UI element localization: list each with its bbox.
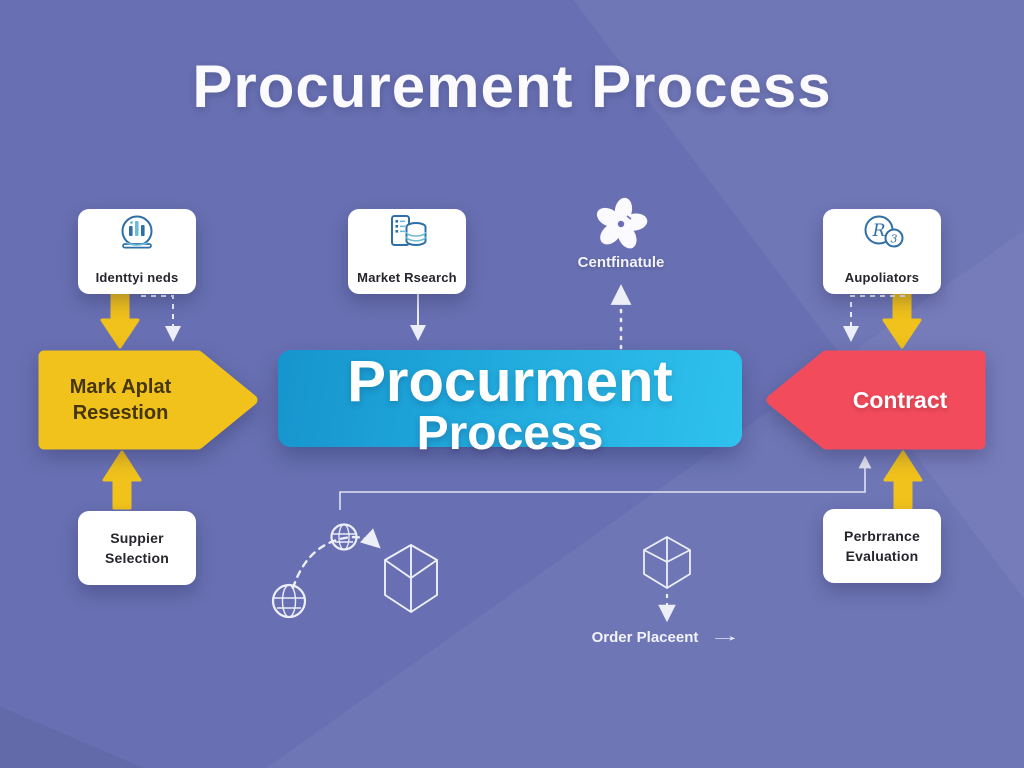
- chevron-market-application: Mark Aplat Resestion: [38, 350, 258, 450]
- card-label: Aupoliators: [844, 270, 920, 285]
- chevron-label: Contract: [852, 386, 948, 413]
- letter-circles-icon: R 3: [864, 215, 904, 248]
- card-negotiators: R 3 Aupoliators: [823, 209, 941, 294]
- right-arrow-glyph: →: [708, 628, 742, 645]
- card-label-line1: Perbrrance: [844, 528, 920, 544]
- node-label: Centfinatule: [577, 254, 665, 271]
- card-label: Identtyi neds: [95, 270, 179, 285]
- letter-glyph: 3: [891, 233, 898, 246]
- letter-glyph: R: [872, 221, 886, 241]
- globe-icon: [330, 523, 358, 551]
- card-identify-needs: Identtyi neds: [78, 209, 196, 294]
- chart-stand-icon: [121, 215, 153, 249]
- card-label-line2: Selection: [104, 550, 170, 566]
- cube-icon: [643, 536, 691, 589]
- order-placement-label: Order Placeent →: [548, 628, 768, 646]
- chevron-label-line1: Mark Aplat: [69, 375, 172, 398]
- down-arrow-yellow-left: [100, 290, 140, 349]
- dashed-curve-arrow: [291, 528, 381, 590]
- center-process-text: Procurment Process: [278, 349, 742, 461]
- documents-database-icon: [391, 215, 427, 246]
- cube-icon: [384, 544, 438, 613]
- flower-icon: [596, 197, 648, 249]
- chevron-contract: Contract: [766, 350, 986, 450]
- node-certification: Centfinatule: [571, 194, 671, 271]
- card-market-research: Market Rsearch: [348, 209, 466, 294]
- center-title-line1: Procurment: [347, 349, 673, 414]
- up-arrow-yellow-left: [102, 450, 142, 510]
- page-title: Procurement Process: [192, 53, 832, 120]
- dashed-elbow-arrow-right: [843, 295, 905, 342]
- down-arrow-yellow-right: [882, 290, 922, 349]
- card-label-line2: Evaluation: [845, 548, 919, 564]
- globe-icon: [271, 583, 307, 619]
- long-connector-arrow: [339, 455, 872, 510]
- center-process-box: [278, 350, 742, 447]
- dashed-elbow-arrow-left: [141, 295, 181, 342]
- center-title-line2: Process: [416, 407, 604, 461]
- up-arrow-yellow-right: [883, 450, 923, 510]
- chevron-left-shape: [766, 350, 986, 450]
- chevron-label-line2: Resestion: [72, 401, 169, 424]
- chevron-right-shape: [38, 350, 258, 450]
- card-supplier-selection: Suppier Selection: [78, 511, 196, 585]
- card-label-line1: Suppier: [110, 530, 164, 546]
- card-label: Market Rsearch: [357, 270, 457, 285]
- card-performance-evaluation: Perbrrance Evaluation: [823, 509, 941, 583]
- order-placement-text: Order Placeent: [591, 628, 699, 646]
